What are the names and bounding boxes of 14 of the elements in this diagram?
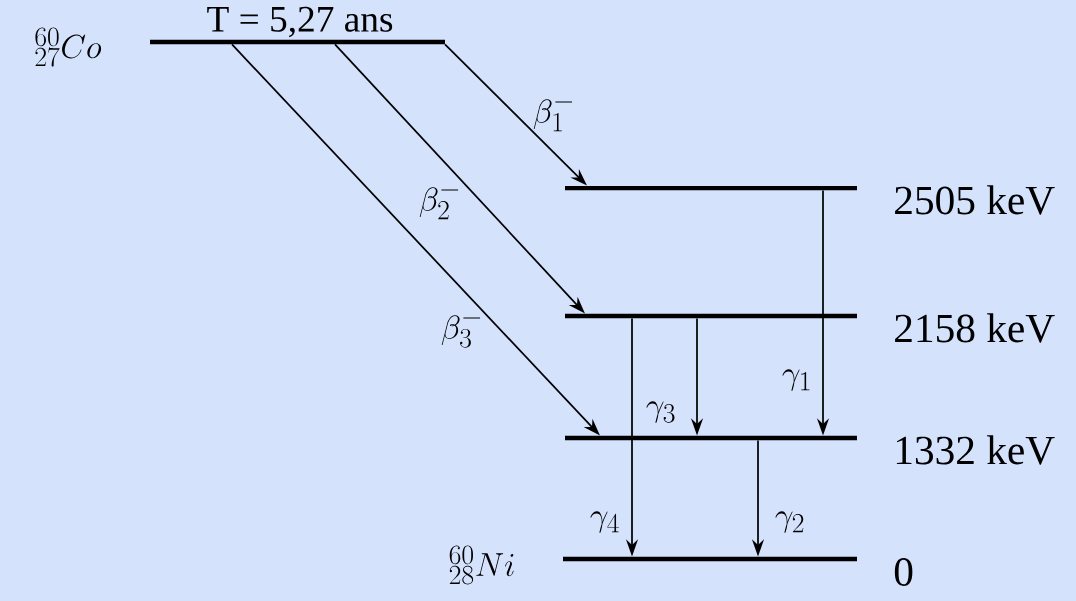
nuclide-symbol: $^{60}_{28}Ni$ [449,545,514,585]
level-label: 1332 keV [896,435,1055,465]
nuclide-symbol: $^{60}_{27}Co$ [35,27,102,67]
edge-label: $\gamma_4$ [590,511,619,533]
level-label: 0 [894,558,913,586]
level-label: T = 5,27 ans [207,6,393,38]
edge-label: $\gamma_1$ [782,369,810,391]
edge-label: $\beta_3^-$ [441,315,481,348]
edge-label: $\gamma_3$ [646,401,675,423]
level-label: 2505 keV [895,185,1055,215]
edge-label: $\gamma_2$ [775,511,804,533]
level-label: 2158 keV [895,313,1055,343]
edge-label: $\beta_1^-$ [533,99,573,132]
edge-label: $\beta_2^-$ [419,187,459,220]
